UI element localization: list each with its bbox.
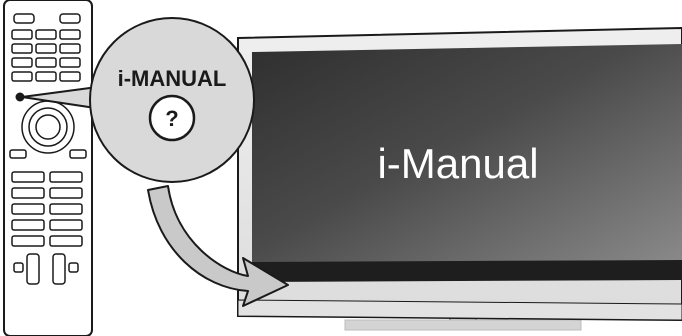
imanual-button-label: i-MANUAL	[118, 66, 227, 91]
remote-control	[4, 0, 92, 336]
tv-stand-base	[345, 320, 581, 330]
remote-dpad-center	[36, 115, 60, 139]
remote-button	[70, 150, 86, 158]
tv-screen-lower-band	[252, 260, 682, 282]
remote-button	[60, 14, 80, 23]
question-mark-glyph: ?	[165, 106, 178, 131]
remote-button	[14, 14, 34, 23]
tv-screen-title: i-Manual	[377, 140, 538, 187]
remote-button	[10, 150, 26, 158]
television: i-Manual	[238, 28, 682, 330]
question-mark-icon: ?	[150, 96, 194, 140]
tv-bezel-lip	[238, 300, 682, 320]
